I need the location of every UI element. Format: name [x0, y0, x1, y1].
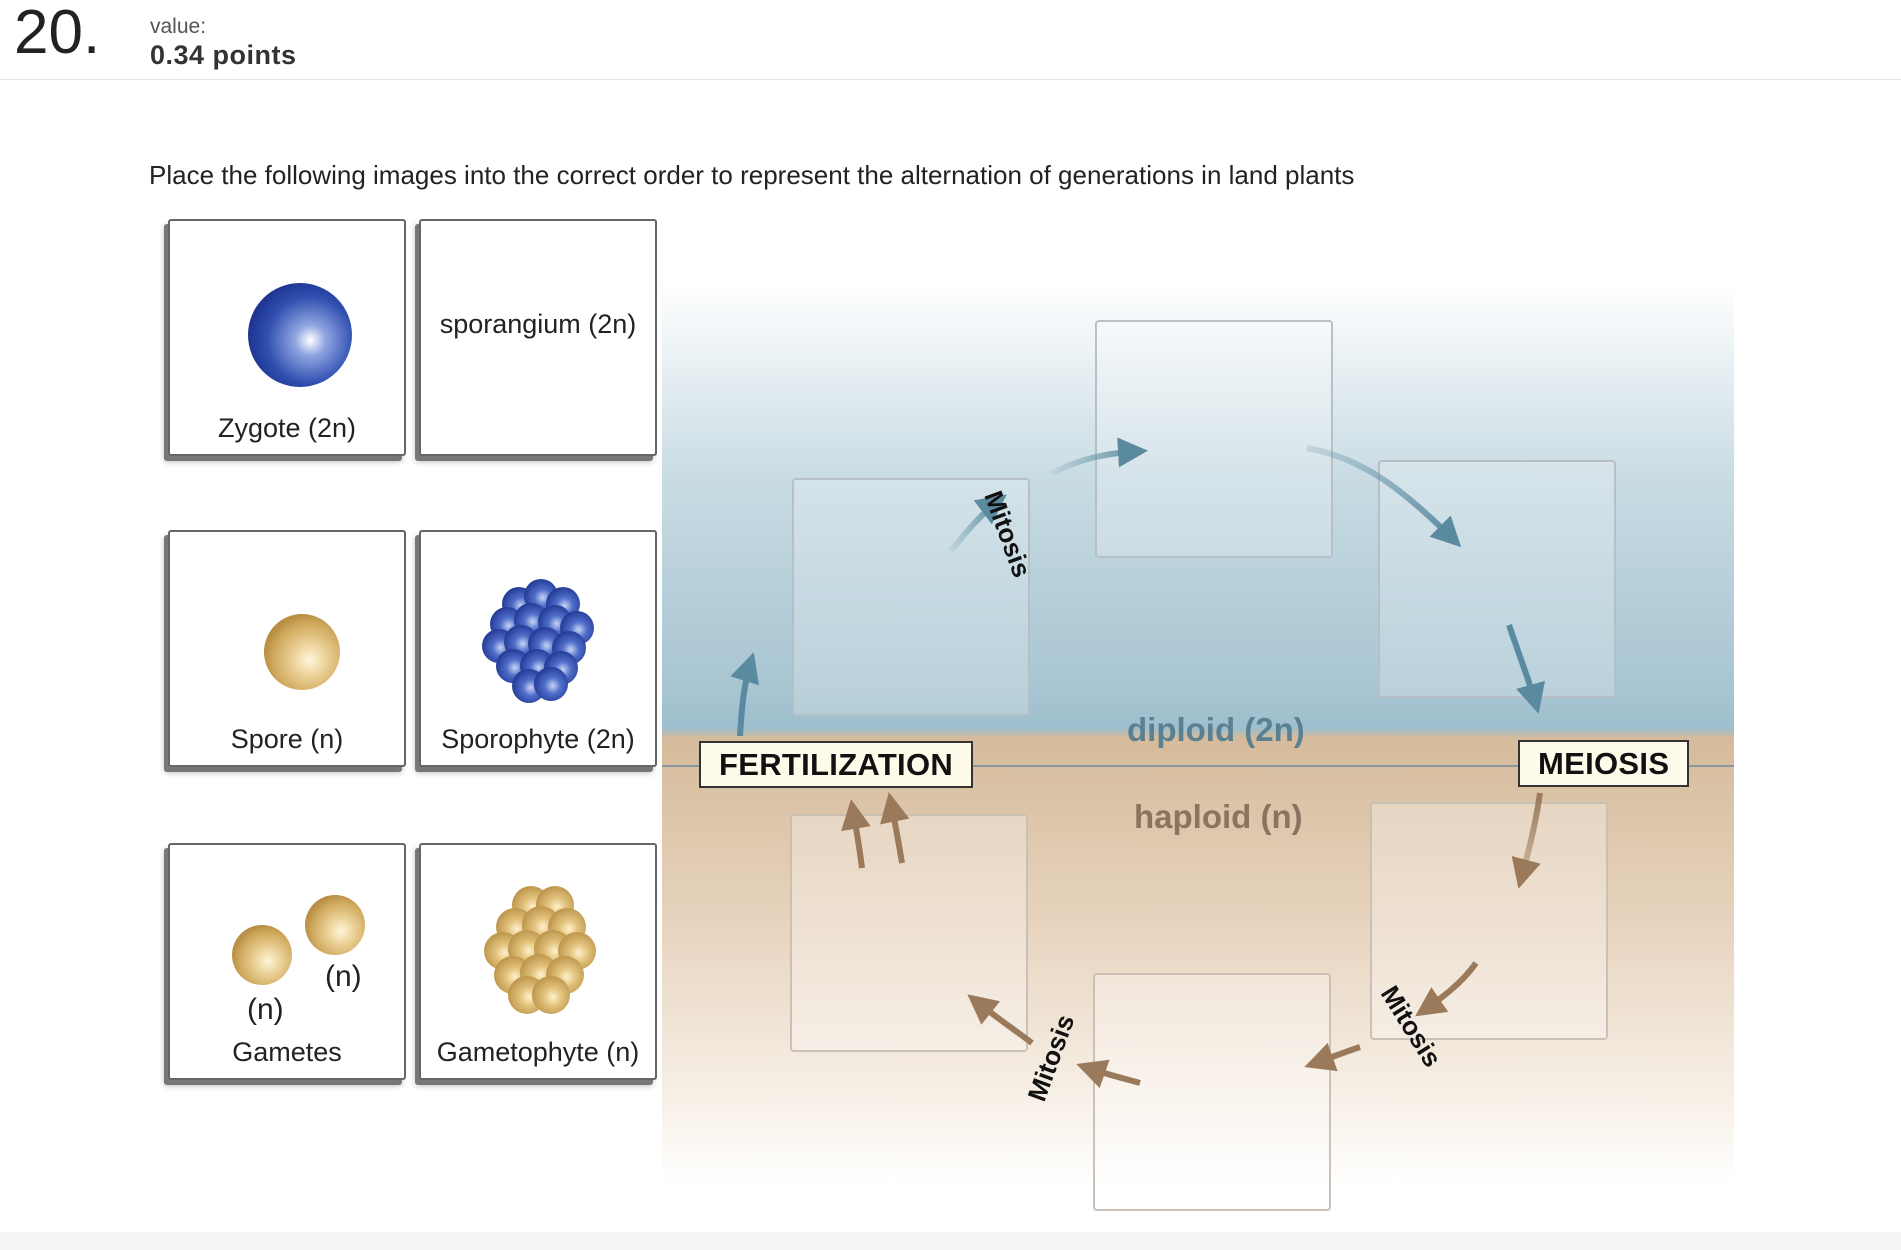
diploid-zone-label: diploid (2n): [1127, 711, 1305, 748]
cycle-arrows: Mitosis Mitosis Mitosis: [730, 437, 1545, 1105]
card-gametophyte[interactable]: Gametophyte (n): [419, 843, 657, 1080]
card-label: Gametes: [232, 1037, 342, 1067]
question-header: 20. value: 0.34 points: [0, 0, 1901, 80]
gametes-icon: [232, 895, 365, 985]
gametophyte-cluster-icon: [484, 886, 596, 1014]
card-spore[interactable]: Spore (n): [168, 530, 406, 767]
points-value: 0.34 points: [150, 40, 297, 70]
mitosis-label-diploid: Mitosis: [978, 487, 1037, 581]
question-number: 20.: [14, 0, 101, 67]
ploidy-divider: [662, 765, 1734, 767]
mitosis-label-haploid-right: Mitosis: [1375, 980, 1448, 1072]
haploid-zone-label: haploid (n): [1134, 798, 1303, 835]
meiosis-label: MEIOSIS: [1518, 740, 1690, 787]
card-label: Sporophyte (2n): [441, 724, 635, 754]
card-sporophyte[interactable]: Sporophyte (2n): [419, 530, 657, 767]
card-label: Spore (n): [230, 724, 344, 754]
zygote-sphere-icon: [248, 283, 352, 387]
life-cycle-diagram: Mitosis Mitosis Mitosis diploid (2n) hap…: [662, 283, 1734, 1211]
card-label: Zygote (2n): [217, 413, 357, 443]
card-zygote[interactable]: Zygote (2n): [168, 219, 406, 456]
mitosis-label-haploid-bottom: Mitosis: [1021, 1011, 1080, 1105]
sporophyte-cluster-icon: [482, 579, 594, 703]
drop-zone-haploid-right[interactable]: [1370, 802, 1608, 1040]
fertilization-label: FERTILIZATION: [699, 741, 974, 788]
drop-zone-diploid-right[interactable]: [1378, 460, 1616, 698]
card-label: Gametophyte (n): [436, 1037, 640, 1067]
card-gametes[interactable]: (n) (n) Gametes: [168, 843, 406, 1080]
gamete-ploidy-label: (n): [325, 960, 362, 993]
card-sporangium[interactable]: sporangium (2n): [419, 219, 657, 456]
question-prompt: Place the following images into the corr…: [149, 160, 1355, 190]
page-footer: [0, 1232, 1901, 1250]
drop-zone-haploid-bottom[interactable]: [1093, 973, 1331, 1211]
spore-sphere-icon: [264, 614, 340, 690]
gamete-ploidy-label: (n): [247, 993, 284, 1026]
card-label: sporangium (2n): [439, 309, 637, 339]
value-label: value:: [150, 15, 207, 38]
